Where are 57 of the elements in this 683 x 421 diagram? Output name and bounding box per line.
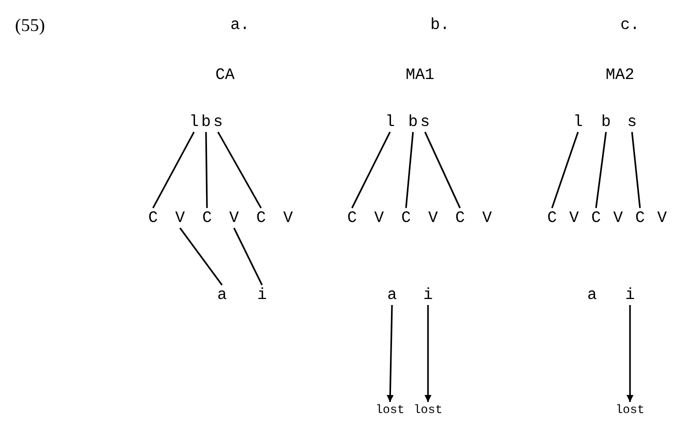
- association-line: [233, 228, 263, 286]
- association-line: [152, 132, 195, 208]
- panel-letter: b.: [430, 17, 450, 33]
- association-line: [217, 132, 262, 208]
- segment-symbol: s: [627, 114, 637, 130]
- association-line: [179, 228, 223, 286]
- segment-symbol: V: [374, 210, 384, 226]
- analysis-label: CA: [215, 67, 235, 83]
- segment-symbol: V: [283, 210, 293, 226]
- arrow: [386, 304, 394, 402]
- segment-symbol: l: [573, 114, 583, 130]
- segment-symbol: C: [148, 210, 158, 226]
- analysis-label: MA1: [406, 67, 434, 83]
- association-line: [205, 132, 208, 208]
- segment-symbol: V: [657, 210, 667, 226]
- segment-symbol: i: [423, 287, 433, 303]
- segment-symbol: C: [591, 210, 601, 226]
- outcome-label: lost: [616, 404, 644, 416]
- segment-symbol: b: [201, 114, 211, 130]
- segment-symbol: b: [601, 114, 611, 130]
- segment-symbol: C: [202, 210, 212, 226]
- segment-symbol: l: [189, 114, 199, 130]
- arrow: [626, 305, 634, 402]
- association-line: [424, 132, 461, 208]
- segment-symbol: i: [257, 287, 267, 303]
- segment-symbol: s: [420, 114, 430, 130]
- association-line: [551, 132, 579, 208]
- segment-symbol: C: [256, 210, 266, 226]
- outcome-label: lost: [376, 404, 404, 416]
- panel-letter: c.: [620, 17, 640, 33]
- segment-symbol: a: [587, 287, 597, 303]
- segment-symbol: V: [175, 210, 185, 226]
- association-line: [595, 132, 607, 208]
- segment-symbol: V: [428, 210, 438, 226]
- segment-symbol: a: [217, 287, 227, 303]
- segment-symbol: V: [229, 210, 239, 226]
- segment-symbol: C: [635, 210, 645, 226]
- outcome-label: lost: [414, 404, 442, 416]
- association-line: [405, 132, 414, 208]
- segment-symbol: l: [385, 114, 395, 130]
- arrow: [424, 305, 432, 402]
- analysis-label: MA2: [606, 67, 634, 83]
- association-line: [351, 132, 391, 208]
- example-number: (55): [15, 16, 45, 34]
- segment-symbol: s: [213, 114, 223, 130]
- segment-symbol: V: [569, 210, 579, 226]
- segment-symbol: b: [408, 114, 418, 130]
- segment-symbol: a: [387, 287, 397, 303]
- segment-symbol: V: [613, 210, 623, 226]
- segment-symbol: C: [347, 210, 357, 226]
- segment-symbol: V: [482, 210, 492, 226]
- segment-symbol: i: [625, 287, 635, 303]
- segment-symbol: C: [547, 210, 557, 226]
- association-line: [631, 132, 641, 208]
- panel-letter: a.: [230, 17, 250, 33]
- segment-symbol: C: [401, 210, 411, 226]
- segment-symbol: C: [455, 210, 465, 226]
